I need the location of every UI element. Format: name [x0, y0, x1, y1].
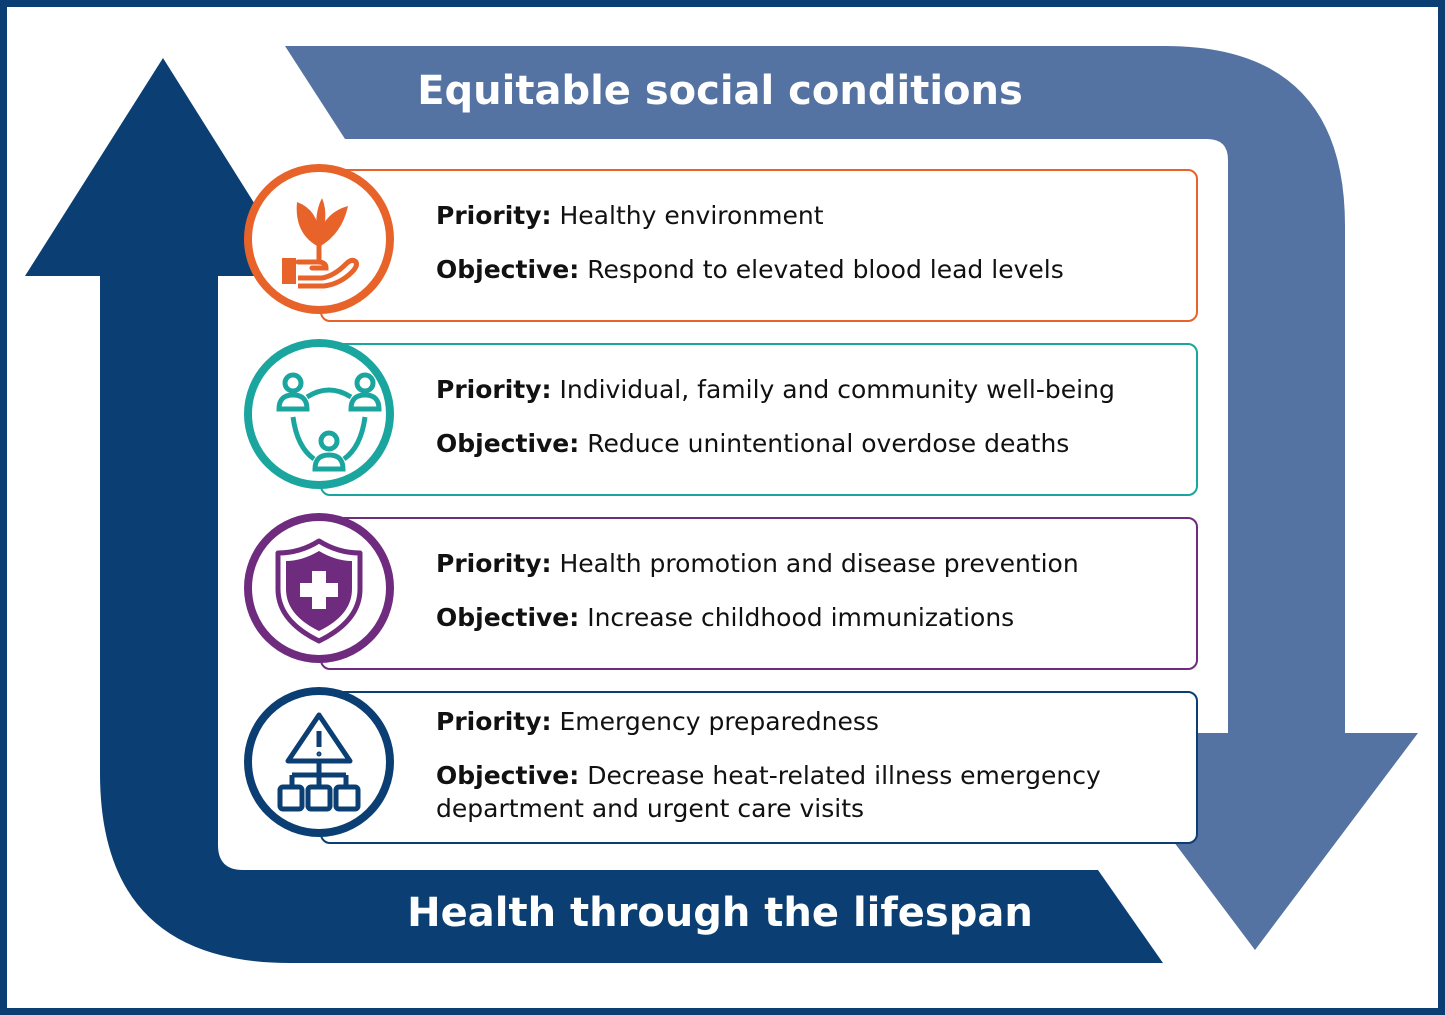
bottom-banner-title: Health through the lifespan: [407, 890, 1033, 936]
priority-card-well-being: Priority: Individual, family and communi…: [320, 343, 1198, 496]
objective-label: Objective:: [436, 255, 580, 284]
shield-cross-icon: [244, 513, 394, 663]
objective-label: Objective:: [436, 603, 580, 632]
objective-text: Reduce unintentional overdose deaths: [587, 429, 1070, 458]
objective-text: Increase childhood immunizations: [587, 603, 1015, 632]
objective-line: Objective: Decrease heat-related illness…: [436, 759, 1176, 825]
priority-text: Emergency preparedness: [559, 707, 879, 736]
objective-line: Objective: Respond to elevated blood lea…: [436, 253, 1176, 286]
priority-card-health-promotion: Priority: Health promotion and disease p…: [320, 517, 1198, 670]
priority-label: Priority:: [436, 201, 552, 230]
warning-network-icon: [244, 687, 394, 837]
top-right-arrow: [285, 46, 1418, 950]
priority-label: Priority:: [436, 707, 552, 736]
objective-text: Respond to elevated blood lead levels: [587, 255, 1064, 284]
priority-line: Priority: Healthy environment: [436, 199, 1176, 232]
hand-plant-icon: [244, 164, 394, 314]
priority-label: Priority:: [436, 375, 552, 404]
objective-line: Objective: Increase childhood immunizati…: [436, 601, 1176, 634]
priority-card-emergency-preparedness: Priority: Emergency preparedness Objecti…: [320, 691, 1198, 844]
community-people-icon: [244, 339, 394, 489]
objective-label: Objective:: [436, 761, 580, 790]
priority-text: Health promotion and disease prevention: [559, 549, 1079, 578]
priority-line: Priority: Emergency preparedness: [436, 705, 1176, 738]
objective-label: Objective:: [436, 429, 580, 458]
priority-line: Priority: Individual, family and communi…: [436, 373, 1176, 406]
priority-label: Priority:: [436, 549, 552, 578]
bottom-left-arrow: [25, 58, 1163, 963]
priority-card-healthy-environment: Priority: Healthy environment Objective:…: [320, 169, 1198, 322]
objective-text: Decrease heat-related illness emergency …: [436, 761, 1101, 823]
priority-text: Healthy environment: [559, 201, 824, 230]
top-banner-title: Equitable social conditions: [417, 68, 1023, 114]
priority-text: Individual, family and community well-be…: [559, 375, 1115, 404]
priority-line: Priority: Health promotion and disease p…: [436, 547, 1176, 580]
objective-line: Objective: Reduce unintentional overdose…: [436, 427, 1176, 460]
